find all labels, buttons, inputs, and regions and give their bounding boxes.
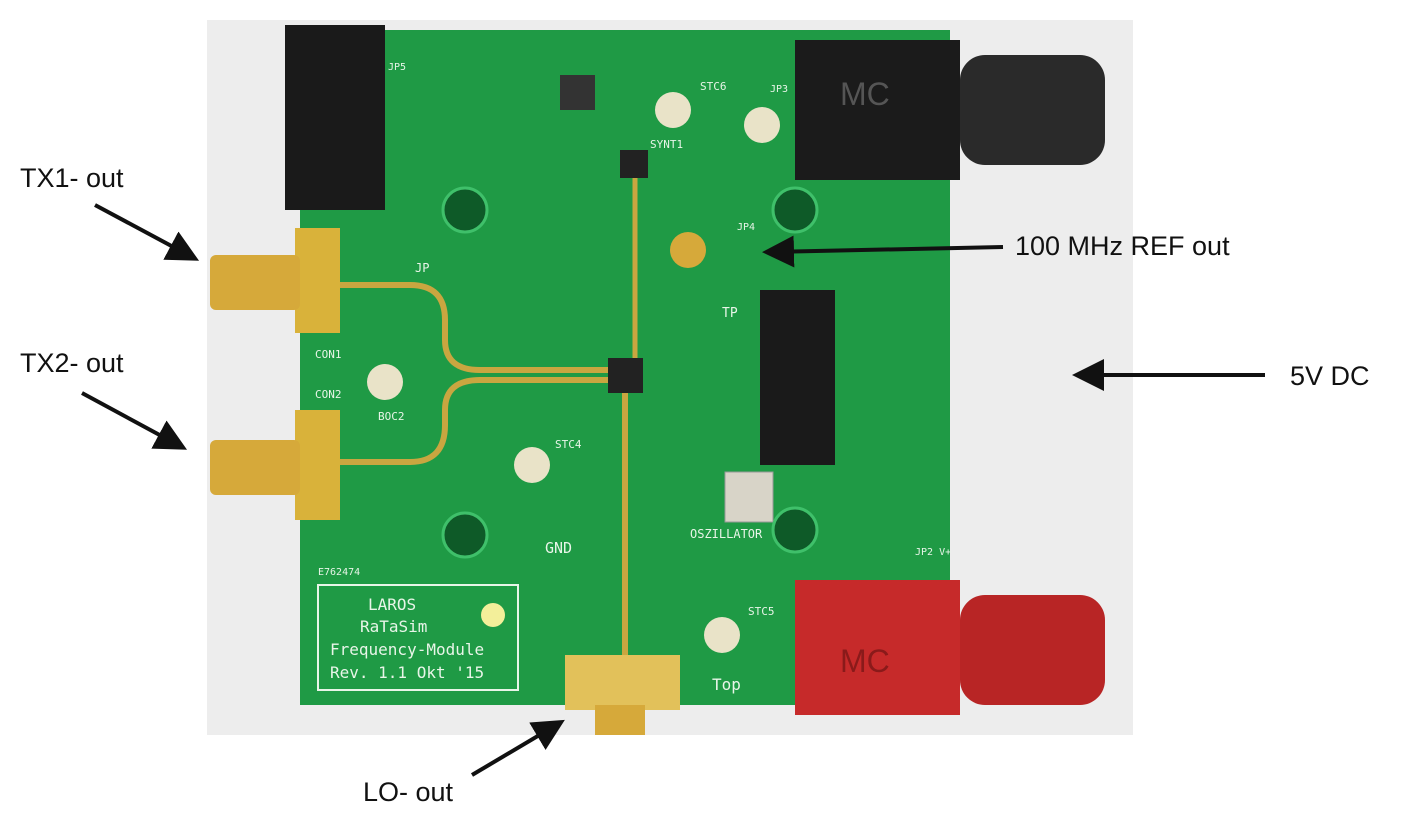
- lo-arrow: [470, 719, 565, 777]
- standoff: [655, 92, 691, 128]
- synt1-label: SYNT1: [650, 138, 683, 151]
- ic4-chip: [560, 75, 595, 110]
- jp5-header: [285, 25, 385, 210]
- tx2-sma-connector: [210, 440, 300, 495]
- con2-label: CON2: [315, 388, 342, 401]
- ref-sma-connector: [670, 232, 706, 268]
- mounting-hole: [441, 186, 489, 234]
- con1-label: CON1: [315, 348, 342, 361]
- ref-arrow: [762, 235, 1004, 268]
- black-jack-housing: [795, 40, 960, 180]
- jp-label: JP: [415, 261, 429, 275]
- board-title-line: Frequency-Module: [330, 640, 484, 659]
- pin-header: [760, 290, 835, 465]
- jp4-label: JP4: [737, 222, 755, 233]
- standoff: [481, 603, 505, 627]
- red-jack-housing: [795, 580, 960, 715]
- top-label: Top: [712, 675, 741, 694]
- mounting-hole: [441, 511, 489, 559]
- red-jack-body: [960, 595, 1105, 705]
- standoff: [514, 447, 550, 483]
- tx2-trace: [330, 377, 620, 465]
- jp3-label: JP3: [770, 84, 788, 95]
- oscillator-label: OSZILLATOR: [690, 527, 763, 541]
- con3-mount: [565, 655, 680, 710]
- stc4-label: STC4: [555, 438, 582, 451]
- mc-logo-red: MC: [840, 643, 890, 679]
- mc-logo-black: MC: [840, 76, 890, 112]
- board-title-line: Rev. 1.1 Okt '15: [330, 663, 484, 682]
- tx1-out-label: TX1- out: [20, 163, 124, 193]
- synt1-chip: [620, 150, 648, 178]
- ref-out-label: 100 MHz REF out: [1015, 231, 1230, 261]
- synth-chip: [608, 358, 643, 393]
- con1-mount: [295, 228, 340, 333]
- mounting-hole: [771, 506, 819, 554]
- black-jack-body: [960, 55, 1105, 165]
- tx1-sma-connector: [210, 255, 300, 310]
- gnd-label: GND: [545, 539, 572, 557]
- tx2-out-label: TX2- out: [20, 348, 124, 378]
- lo-sma-connector: [595, 705, 645, 735]
- board-title-line: LAROS: [368, 595, 416, 614]
- jp2-label: JP2 V+: [915, 547, 951, 558]
- mounting-hole: [771, 186, 819, 234]
- tx2-arrow: [81, 391, 188, 450]
- jp5-label: JP5: [388, 62, 406, 73]
- title-box: [317, 584, 519, 691]
- standoff: [744, 107, 780, 143]
- board-title-line: RaTaSim: [360, 617, 427, 636]
- dc-label: 5V DC: [1290, 361, 1370, 391]
- tp-label: TP: [722, 306, 738, 321]
- stc6-label: STC6: [700, 80, 727, 93]
- stc5-label: STC5: [748, 605, 775, 618]
- lo-out-label: LO- out: [363, 777, 454, 807]
- tx1-trace: [330, 282, 620, 373]
- con2-mount: [295, 410, 340, 520]
- boc2-label: BOC2: [378, 410, 405, 423]
- serial-number: E762474: [318, 567, 360, 578]
- standoff: [367, 364, 403, 400]
- tx1-arrow: [94, 203, 200, 261]
- oscillator-crystal: [724, 471, 774, 523]
- standoff: [704, 617, 740, 653]
